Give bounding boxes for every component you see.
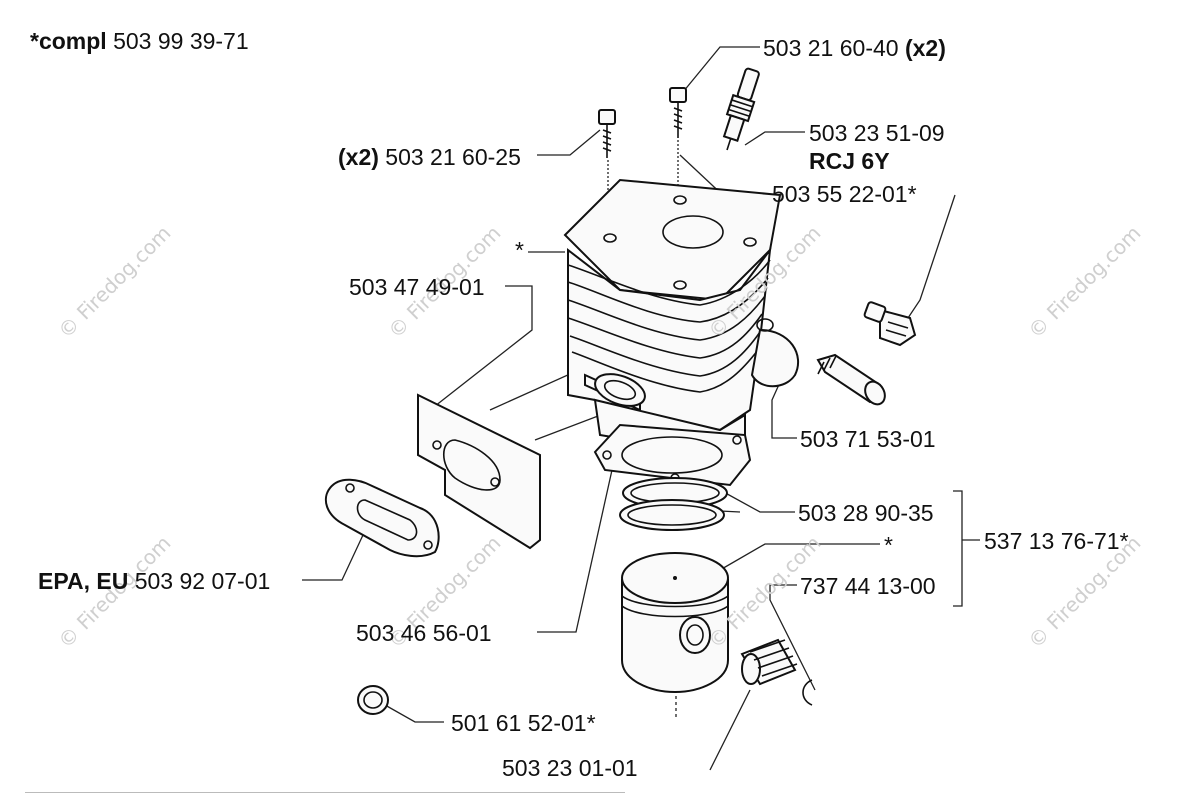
part-number: 503 71 53-01 <box>800 426 936 452</box>
callout-muffler-gasket: EPA, EU 503 92 07-01 <box>38 570 270 593</box>
part-number: 501 61 52-01* <box>451 710 596 736</box>
base-gasket <box>593 423 752 487</box>
heat-shield <box>417 393 541 550</box>
part-number: 503 23 51-09 <box>809 120 945 146</box>
callout-kit: 537 13 76-71* <box>984 530 1129 553</box>
muffler-gasket <box>324 478 440 558</box>
plug-type: RCJ 6Y <box>809 148 890 174</box>
callout-plug: 501 61 52-01* <box>451 712 596 735</box>
piston-rings <box>619 477 728 531</box>
callout-spark-plug: 503 23 51-09 <box>809 122 945 145</box>
part-number: 737 44 13-00 <box>800 573 936 599</box>
compl-number: 503 99 39-71 <box>113 28 249 54</box>
part-number: 503 55 22-01* <box>772 181 917 207</box>
callout-spark-plug-type: RCJ 6Y <box>809 150 890 173</box>
circlip <box>802 679 813 706</box>
callout-base-gasket: 503 46 56-01 <box>356 622 492 645</box>
cylinder-screw-right <box>669 87 687 138</box>
cylinder <box>563 178 800 457</box>
part-number: 503 23 01-01 <box>502 755 638 781</box>
needle-bearing <box>740 638 798 686</box>
callout-circlip: 737 44 13-00 <box>800 575 936 598</box>
compl-prefix: *compl <box>30 28 107 54</box>
asterisk: * <box>884 532 893 558</box>
part-number: 503 21 60-40 <box>763 35 899 61</box>
cylinder-screw-left <box>598 109 616 158</box>
quantity: (x2) <box>904 35 946 61</box>
callout-heat-shield: 503 47 49-01 <box>349 276 485 299</box>
callout-rings: 503 28 90-35 <box>798 502 934 525</box>
callout-screw-top: 503 21 60-40 (x2) <box>763 37 946 60</box>
part-number: 503 21 60-25 <box>385 144 521 170</box>
asterisk: * <box>515 237 524 263</box>
callout-decomp: 503 71 53-01 <box>800 428 936 451</box>
callout-piston-star: * <box>884 534 893 557</box>
part-number: 503 46 56-01 <box>356 620 492 646</box>
part-number: 503 47 49-01 <box>349 274 485 300</box>
spark-plug <box>722 67 760 151</box>
callout-screw-left: (x2) 503 21 60-25 <box>338 146 521 169</box>
callout-cylinder-star: * <box>515 239 524 262</box>
callout-bearing: 503 23 01-01 <box>502 757 638 780</box>
part-number: 537 13 76-71* <box>984 528 1129 554</box>
compl-label: *compl 503 99 39-71 <box>30 30 249 53</box>
decompression-valve <box>816 353 886 406</box>
valve <box>863 301 917 347</box>
part-number: 503 28 90-35 <box>798 500 934 526</box>
part-number: 503 92 07-01 <box>134 568 271 594</box>
quantity: (x2) <box>338 144 379 170</box>
plug <box>357 685 389 715</box>
bottom-rule <box>25 792 625 793</box>
piston <box>621 552 729 694</box>
callout-valve: 503 55 22-01* <box>772 183 917 206</box>
market-prefix: EPA, EU <box>38 568 129 594</box>
